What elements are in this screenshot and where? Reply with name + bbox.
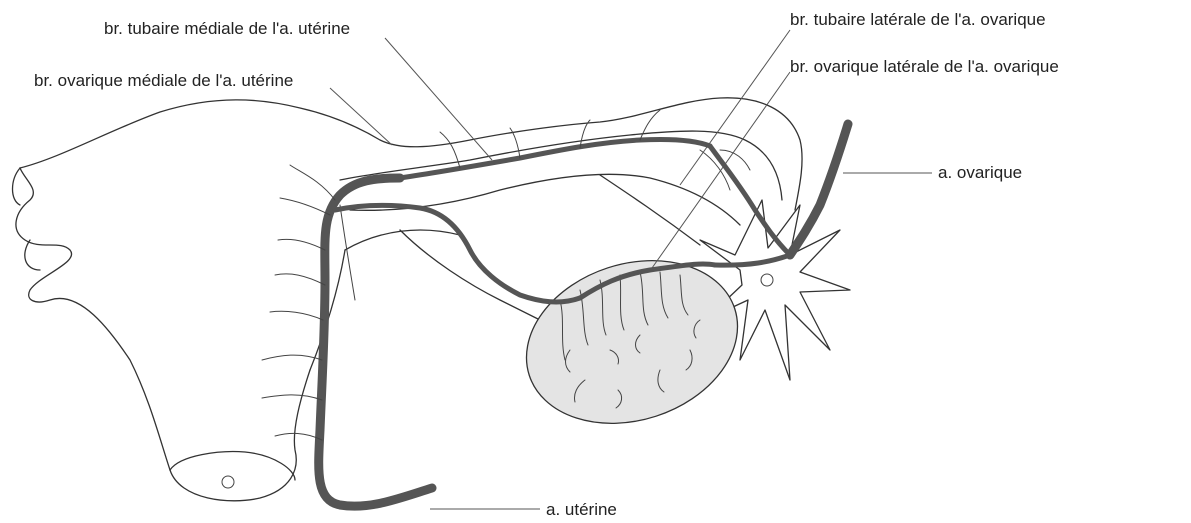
label-ovarique-mediale: br. ovarique médiale de l'a. utérine bbox=[34, 71, 293, 90]
tube-ostium bbox=[761, 274, 773, 286]
uterine-artery bbox=[319, 178, 432, 506]
label-tubaire-mediale: br. tubaire médiale de l'a. utérine bbox=[104, 19, 350, 38]
leader-ovarique-mediale bbox=[330, 88, 392, 145]
ovarian-medial-branch-uterine bbox=[335, 206, 580, 302]
leader-tubaire-mediale bbox=[385, 38, 492, 160]
cervical-os bbox=[222, 476, 234, 488]
uterine-wall-branches bbox=[262, 165, 355, 440]
label-a-uterine: a. utérine bbox=[546, 500, 617, 519]
label-ovarique-laterale: br. ovarique latérale de l'a. ovarique bbox=[790, 57, 1059, 76]
label-tubaire-laterale: br. tubaire latérale de l'a. ovarique bbox=[790, 10, 1046, 29]
leader-ovarique-laterale bbox=[652, 72, 790, 268]
label-a-ovarique: a. ovarique bbox=[938, 163, 1022, 182]
tubal-lateral-branch-ovarian bbox=[710, 146, 790, 255]
